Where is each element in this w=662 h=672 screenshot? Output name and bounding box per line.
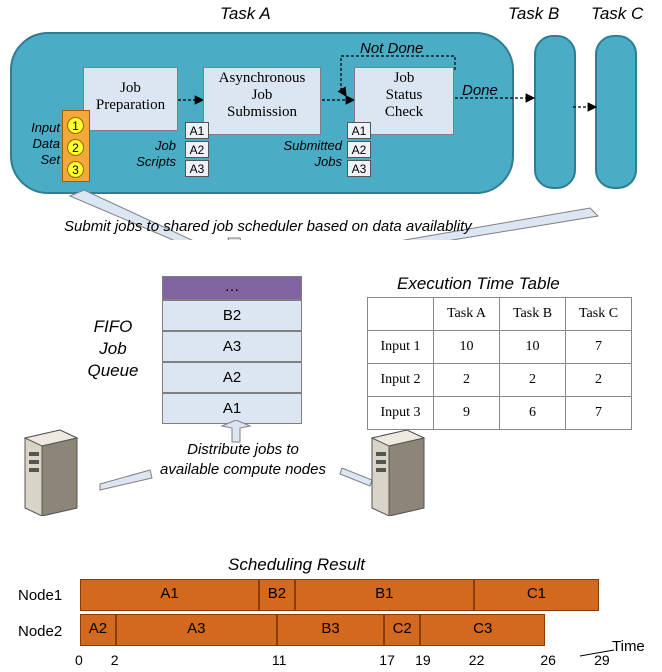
table-row: Input 2 2 2 2 xyxy=(367,363,632,397)
gantt-bar-node2-b3: B3 xyxy=(276,614,385,646)
queue-item-b2: B2 xyxy=(162,300,302,331)
task-a-title: Task A xyxy=(220,4,271,23)
gantt-bar-node1-b2: B2 xyxy=(259,579,295,611)
queue-item-a3: A3 xyxy=(162,331,302,362)
exec-header-task-b: Task B xyxy=(499,297,566,331)
task-c-title: Task C xyxy=(591,4,644,23)
time-tick: 26 xyxy=(540,652,556,668)
time-label: Time xyxy=(612,638,645,655)
time-tick: 22 xyxy=(468,652,485,668)
task-b-pill xyxy=(534,35,576,189)
time-tick: 17 xyxy=(379,652,395,668)
gantt-bar-node2-a2: A2 xyxy=(80,614,116,646)
fifo-queue-title: FIFO Job Queue xyxy=(87,317,139,380)
scheduling-title: Scheduling Result xyxy=(228,555,366,574)
gantt-bar-node2-c3: C3 xyxy=(420,614,546,646)
queue-item-ellipsis: … xyxy=(162,276,302,300)
exec-cell: Input 2 xyxy=(367,363,434,397)
data-item-3: 3 xyxy=(67,161,84,178)
task-b-title: Task B xyxy=(508,4,560,23)
distribute-caption: Distribute jobs to available compute nod… xyxy=(160,441,326,478)
not-done-label: Not Done xyxy=(360,40,424,57)
gantt-bar-node2-c2: C2 xyxy=(384,614,421,646)
done-label: Done xyxy=(462,82,498,99)
exec-header-task-c: Task C xyxy=(565,297,632,331)
gantt-bar-node1-c1: C1 xyxy=(473,579,600,611)
distribute-arrows xyxy=(99,420,373,491)
server-icon xyxy=(370,429,426,516)
submitted-cell-a1: A1 xyxy=(347,122,371,139)
exec-cell: 10 xyxy=(499,330,566,364)
time-tick: 0 xyxy=(75,652,83,668)
exec-header-task-a: Task A xyxy=(433,297,500,331)
time-axis xyxy=(580,649,615,657)
gantt-bar-node2-a3: A3 xyxy=(115,614,277,646)
exec-cell: Input 1 xyxy=(367,330,434,364)
flow-arrows xyxy=(68,55,600,240)
exec-table-title: Execution Time Table xyxy=(397,274,560,293)
submitted-cell-a3: A3 xyxy=(347,160,371,177)
exec-cell: 2 xyxy=(433,363,500,397)
table-row: Input 3 9 6 7 xyxy=(367,396,632,430)
script-cell-a1: A1 xyxy=(185,122,209,139)
exec-cell: 2 xyxy=(499,363,566,397)
exec-header-corner xyxy=(367,297,434,331)
queue-item-a2: A2 xyxy=(162,362,302,393)
exec-cell: 2 xyxy=(565,363,632,397)
script-cell-a2: A2 xyxy=(185,141,209,158)
node1-label: Node1 xyxy=(18,587,63,604)
time-tick: 11 xyxy=(271,652,287,668)
gantt-bar-node1-b1: B1 xyxy=(294,579,474,611)
time-tick: 29 xyxy=(594,652,610,668)
time-tick: 19 xyxy=(415,652,431,668)
data-item-1: 1 xyxy=(67,117,84,134)
status-check-box: Job Status Check xyxy=(354,67,454,135)
async-submission-box: Asynchronous Job Submission xyxy=(203,67,321,135)
exec-cell: 6 xyxy=(499,396,566,430)
data-item-2: 2 xyxy=(67,139,84,156)
submitted-cell-a2: A2 xyxy=(347,141,371,158)
queue-item-a1: A1 xyxy=(162,393,302,424)
exec-cell: 7 xyxy=(565,396,632,430)
submitted-jobs-label: Submitted Jobs xyxy=(283,138,342,169)
job-scripts-label: Job Scripts xyxy=(136,138,176,169)
submit-caption: Submit jobs to shared job scheduler base… xyxy=(64,218,472,235)
exec-cell: 7 xyxy=(565,330,632,364)
node2-label: Node2 xyxy=(18,623,63,640)
gantt-bar-node1-a1: A1 xyxy=(80,579,259,611)
exec-cell: 10 xyxy=(433,330,500,364)
input-data-set-label: Input Data Set xyxy=(31,120,60,167)
exec-time-table: Task A Task B Task C Input 1 10 10 7 Inp… xyxy=(367,297,632,430)
exec-cell: 9 xyxy=(433,396,500,430)
input-data-stack: 1 2 3 xyxy=(62,110,90,182)
job-preparation-box: Job Preparation xyxy=(83,67,178,131)
time-tick: 2 xyxy=(110,652,119,668)
table-row: Input 1 10 10 7 xyxy=(367,330,632,364)
exec-cell: Input 3 xyxy=(367,396,434,430)
task-c-pill xyxy=(595,35,637,189)
server-icon xyxy=(23,429,79,516)
script-cell-a3: A3 xyxy=(185,160,209,177)
